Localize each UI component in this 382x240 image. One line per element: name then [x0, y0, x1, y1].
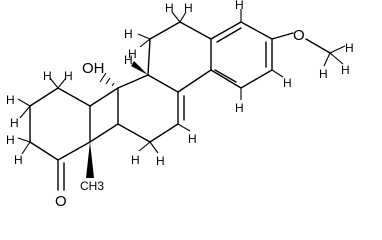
- ring-a-h-5: H: [6, 133, 15, 147]
- methoxy-group: O H H H: [271, 27, 354, 81]
- ring-b: H H H H: [124, 1, 212, 93]
- ch2-h-4: H: [128, 47, 137, 61]
- ch2-h-2: H: [184, 1, 193, 15]
- ring-c-h-1: H: [156, 154, 165, 168]
- ch2-h-3: H: [124, 27, 133, 41]
- ketone-group: O: [55, 159, 67, 210]
- junction-hydrogen: H: [124, 53, 148, 75]
- ring-a-h-2: H: [64, 69, 73, 83]
- methyl-label: CH3: [80, 179, 104, 193]
- ring-c-h-2: H: [131, 153, 140, 167]
- structure-diagram: H H H O H H H H H H H: [6, 0, 354, 210]
- ring-a: H H H H H H: [6, 69, 119, 167]
- junction-h-label: H: [124, 53, 133, 67]
- aromatic-hydrogens: H H H: [235, 0, 292, 115]
- methoxy-h-3: H: [319, 67, 328, 81]
- methyl-group: CH3: [80, 142, 104, 193]
- aromatic-ring: [210, 21, 273, 89]
- ring-c: H H H: [117, 74, 197, 168]
- vinyl-h: H: [188, 132, 197, 146]
- ch2-h-1: H: [165, 1, 174, 15]
- methoxy-h-2: H: [341, 63, 350, 77]
- aromatic-h-bottom: H: [235, 101, 244, 115]
- hydroxyl-label: OH: [82, 60, 105, 77]
- methoxy-oxygen-label: O: [293, 27, 305, 44]
- ring-a-h-1: H: [43, 69, 52, 83]
- ring-a-h-4: H: [10, 116, 19, 130]
- ketone-oxygen-label: O: [55, 193, 67, 210]
- aromatic-h-right: H: [283, 76, 292, 90]
- methoxy-h-1: H: [345, 41, 354, 55]
- hydroxyl-group: OH: [82, 60, 115, 87]
- aromatic-h-top: H: [235, 0, 244, 12]
- ring-a-h-3: H: [6, 93, 15, 107]
- ring-a-h-6: H: [14, 153, 23, 167]
